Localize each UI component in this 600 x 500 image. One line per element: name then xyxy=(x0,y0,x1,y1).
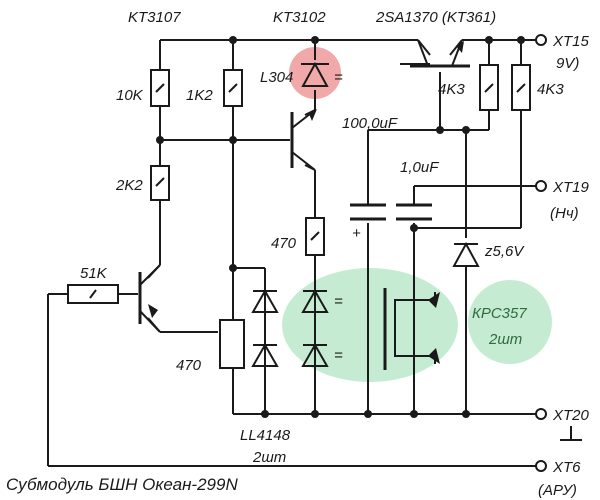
label-10k: 10K xyxy=(116,87,144,104)
label-l304-eq: = xyxy=(334,69,343,86)
label-xt15: XT15 xyxy=(552,33,590,50)
label-l304: L304 xyxy=(260,69,293,86)
label-9v: 9V) xyxy=(556,55,579,72)
transistor-2sa1370 xyxy=(410,39,470,68)
diode-stack-1 xyxy=(301,288,329,313)
resistor-470-pot xyxy=(219,319,245,369)
terminal-xt19 xyxy=(535,180,547,192)
label-1k2: 1K2 xyxy=(186,87,213,104)
terminal-xt6 xyxy=(535,460,547,472)
terminal-xt20 xyxy=(535,408,547,420)
label-aru: (АРУ) xyxy=(538,482,577,499)
transistor-kt3107 xyxy=(138,264,161,333)
label-diode-eq-1: = xyxy=(334,293,343,310)
label-4k3-left: 4K3 xyxy=(438,81,465,98)
label-51k: 51K xyxy=(80,265,108,282)
label-krs357-qty: 2шт xyxy=(488,331,522,348)
led-l304 xyxy=(301,61,329,87)
label-470-top: 470 xyxy=(271,235,297,252)
caption: Субмодуль БШН Океан-299N xyxy=(6,475,238,494)
krs357-highlight xyxy=(468,280,552,364)
label-2k2: 2K2 xyxy=(115,177,143,194)
diode-highlight xyxy=(282,268,458,382)
label-xt19: XT19 xyxy=(552,179,590,196)
terminal-xt15 xyxy=(535,34,547,46)
diode-ll4148-2 xyxy=(251,342,279,367)
label-diode-eq-2: = xyxy=(334,347,343,364)
label-kt3102: KT3102 xyxy=(273,9,326,26)
label-nch: (Нч) xyxy=(550,205,579,222)
label-c100: 100,0uF xyxy=(342,115,398,132)
transistor-kt3102 xyxy=(290,109,317,171)
capacitor-1uf xyxy=(396,203,432,221)
capacitor-100uf xyxy=(350,203,386,221)
junctions xyxy=(156,36,525,418)
label-kt3107: KT3107 xyxy=(128,9,181,26)
transistor-krs357 xyxy=(383,288,440,370)
label-krs357: КРС357 xyxy=(472,305,527,322)
diode-stack-2 xyxy=(301,342,329,367)
label-xt20: XT20 xyxy=(552,407,590,424)
resistors xyxy=(67,64,531,369)
diode-ll4148-1 xyxy=(251,288,279,313)
label-c1: 1,0uF xyxy=(400,159,439,176)
label-plus: + xyxy=(352,225,361,242)
label-4k3-right: 4K3 xyxy=(537,81,564,98)
label-z56: z5,6V xyxy=(484,243,525,260)
label-ll4148: LL4148 xyxy=(240,427,291,444)
label-470-pot: 470 xyxy=(176,357,202,374)
label-ll4148-qty: 2шт xyxy=(252,449,286,466)
zener-diode xyxy=(452,241,480,267)
label-xt6: XT6 xyxy=(552,459,581,476)
label-2sa1370: 2SA1370 (KT361) xyxy=(375,9,496,26)
